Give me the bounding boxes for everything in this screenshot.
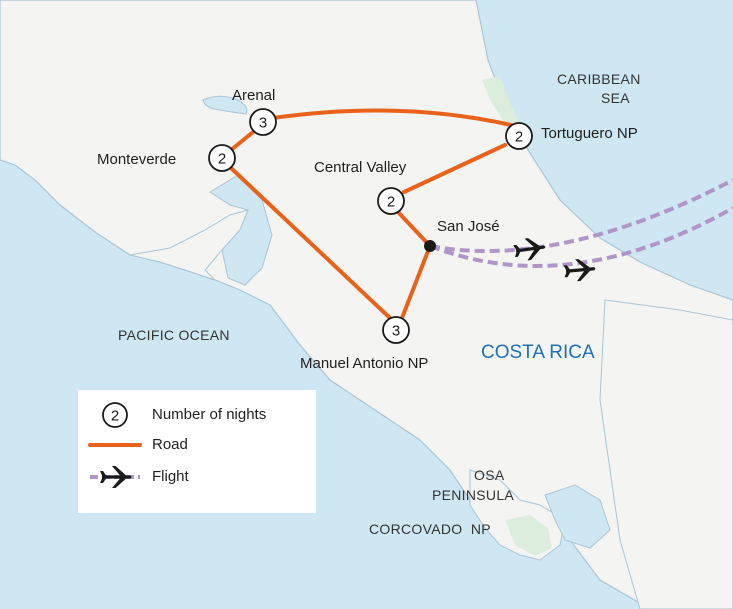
san-jose-city-dot <box>424 240 436 252</box>
corcovado-park <box>505 515 552 556</box>
legend-label-road: Road <box>152 436 188 453</box>
airplane-icon <box>100 466 132 488</box>
road-line-icon <box>88 443 142 447</box>
place-label-arenal: Arenal <box>232 87 275 104</box>
flight-route-south <box>429 206 733 268</box>
stop-marker-manuel-antonio: 3 <box>382 316 410 344</box>
water-label-pacific: PACIFIC OCEAN <box>118 327 230 343</box>
legend-label-flight: Flight <box>152 468 189 485</box>
legend-label-nights: Number of nights <box>152 406 267 423</box>
place-label-manuel-antonio: Manuel Antonio NP <box>300 355 428 372</box>
legend-row-road: Road <box>78 430 316 460</box>
stop-marker-tortuguero: 2 <box>505 122 533 150</box>
stop-marker-monteverde: 2 <box>208 144 236 172</box>
road-central-valley-san-jose <box>396 210 432 248</box>
road-arenal-tortuguero <box>271 108 513 127</box>
water-label-caribbean: CARIBBEAN <box>557 71 641 87</box>
golfo-dulce <box>544 484 611 549</box>
legend-row-flight: Flight <box>78 462 316 492</box>
stop-marker-arenal: 3 <box>249 108 277 136</box>
nights-count: 3 <box>392 323 400 340</box>
legend-sample-number: 2 <box>111 408 119 425</box>
place-label-central-valley: Central Valley <box>314 159 407 176</box>
lake-arenal <box>202 95 248 115</box>
road-monteverde-manuel-antonio <box>229 166 392 320</box>
numbered-circle-icon: 2 <box>102 402 128 428</box>
legend-row-nights: 2 Number of nights <box>78 400 316 430</box>
country-label: COSTA RICA <box>481 342 595 363</box>
road-san-jose-manuel-antonio <box>400 244 432 320</box>
map-legend: 2 Number of nights Road Flight <box>78 390 316 513</box>
water-label-sea: SEA <box>601 90 630 106</box>
road-tortuguero-central-valley <box>402 143 507 194</box>
region-label-osa: OSA <box>474 467 505 483</box>
place-label-tortuguero: Tortuguero NP <box>541 125 638 142</box>
nights-count: 2 <box>515 129 523 146</box>
region-label-corcovado: CORCOVADO NP <box>369 521 491 537</box>
region-label-peninsula: PENINSULA <box>432 487 514 503</box>
nights-count: 2 <box>218 151 226 168</box>
place-label-san-jose: San José <box>437 218 500 235</box>
place-label-monteverde: Monteverde <box>97 151 176 168</box>
land-south-east <box>599 299 733 609</box>
nights-count: 2 <box>387 194 395 211</box>
flight-line-icon <box>90 466 140 488</box>
flight-route-north <box>429 178 733 254</box>
stop-marker-central-valley: 2 <box>377 187 405 215</box>
nights-count: 3 <box>259 115 267 132</box>
